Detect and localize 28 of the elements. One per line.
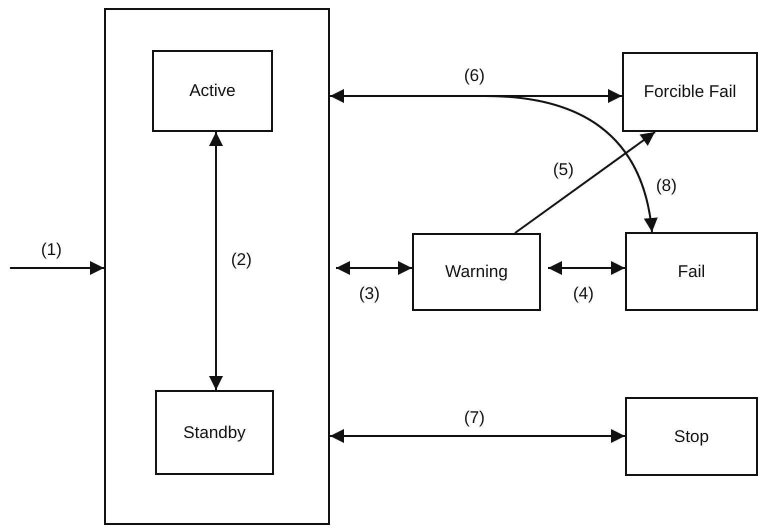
arrow [336,261,412,275]
state-box [625,397,758,476]
edge-label: (3) [358,284,381,304]
state-box [155,390,274,475]
edge-label: (8) [655,176,678,196]
state-label: Warning [445,262,508,282]
state-label: Stop [674,426,709,446]
state-label: Active [189,81,236,101]
edge-label: (7) [463,408,486,428]
edge-label: (6) [463,66,486,86]
state-box [412,233,541,311]
state-box [152,50,273,132]
edge-label: (2) [230,250,253,270]
arrow [548,261,625,275]
state-label: Forcible Fail [644,82,736,102]
arrow [330,429,625,443]
edge-label: (4) [572,284,595,304]
state-box [622,52,758,132]
state-box [625,232,758,311]
arrow [330,89,622,103]
edge-label: (1) [40,240,63,260]
container-box [104,8,330,525]
arrow [209,132,223,390]
arrow [10,261,104,275]
state-label: Fail [678,262,706,282]
state-label: Standby [183,422,246,442]
edge-label: (5) [552,160,575,180]
arrow [514,131,656,234]
